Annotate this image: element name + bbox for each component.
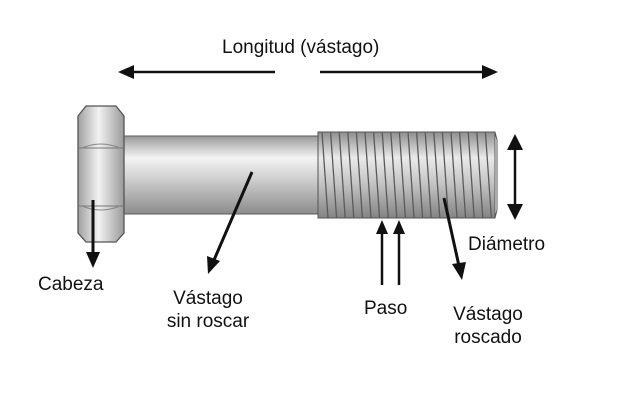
thread-line: [484, 131, 493, 219]
thread-line: [458, 131, 467, 219]
thread-line: [329, 131, 338, 219]
diameter-arrow: [507, 134, 523, 220]
unthreaded-label-line1: Vástago: [173, 288, 243, 309]
thread-line: [450, 131, 458, 219]
hex-head: [77, 105, 125, 243]
length-arrow-right: [320, 65, 498, 79]
diameter-label: Diámetro: [468, 234, 546, 255]
thread-line: [467, 131, 475, 219]
pitch-label: Paso: [364, 298, 408, 319]
head-label: Cabeza: [38, 274, 104, 295]
thread-line: [407, 131, 415, 219]
thread-line: [390, 131, 398, 219]
thread-line: [347, 131, 355, 219]
thread-line: [441, 131, 450, 219]
thread-line: [424, 131, 432, 219]
thread-line: [338, 131, 346, 219]
unthreaded-pointer-arrow: [207, 171, 254, 274]
length-arrow-left: [118, 65, 275, 79]
threaded-pointer-arrow: [442, 197, 466, 280]
thread-line: [364, 131, 372, 219]
thread-line: [398, 131, 407, 219]
thread-line: [476, 131, 484, 219]
threaded-shank: [317, 131, 498, 219]
thread-line: [433, 131, 441, 219]
unthreaded-label-line2: sin roscar: [166, 311, 250, 332]
thread-line: [415, 131, 424, 219]
thread-line: [372, 131, 381, 219]
thread-line: [321, 131, 329, 219]
thread-line: [355, 131, 364, 219]
threaded-label-line2: roscado: [454, 327, 522, 348]
length-label: Longitud (vástago): [222, 37, 380, 58]
pitch-arrows: [376, 220, 405, 285]
threaded-label-line1: Vástago: [453, 304, 523, 325]
thread-line: [381, 131, 389, 219]
head-pointer-arrow: [86, 200, 100, 268]
unthreaded-shank: [117, 135, 324, 215]
